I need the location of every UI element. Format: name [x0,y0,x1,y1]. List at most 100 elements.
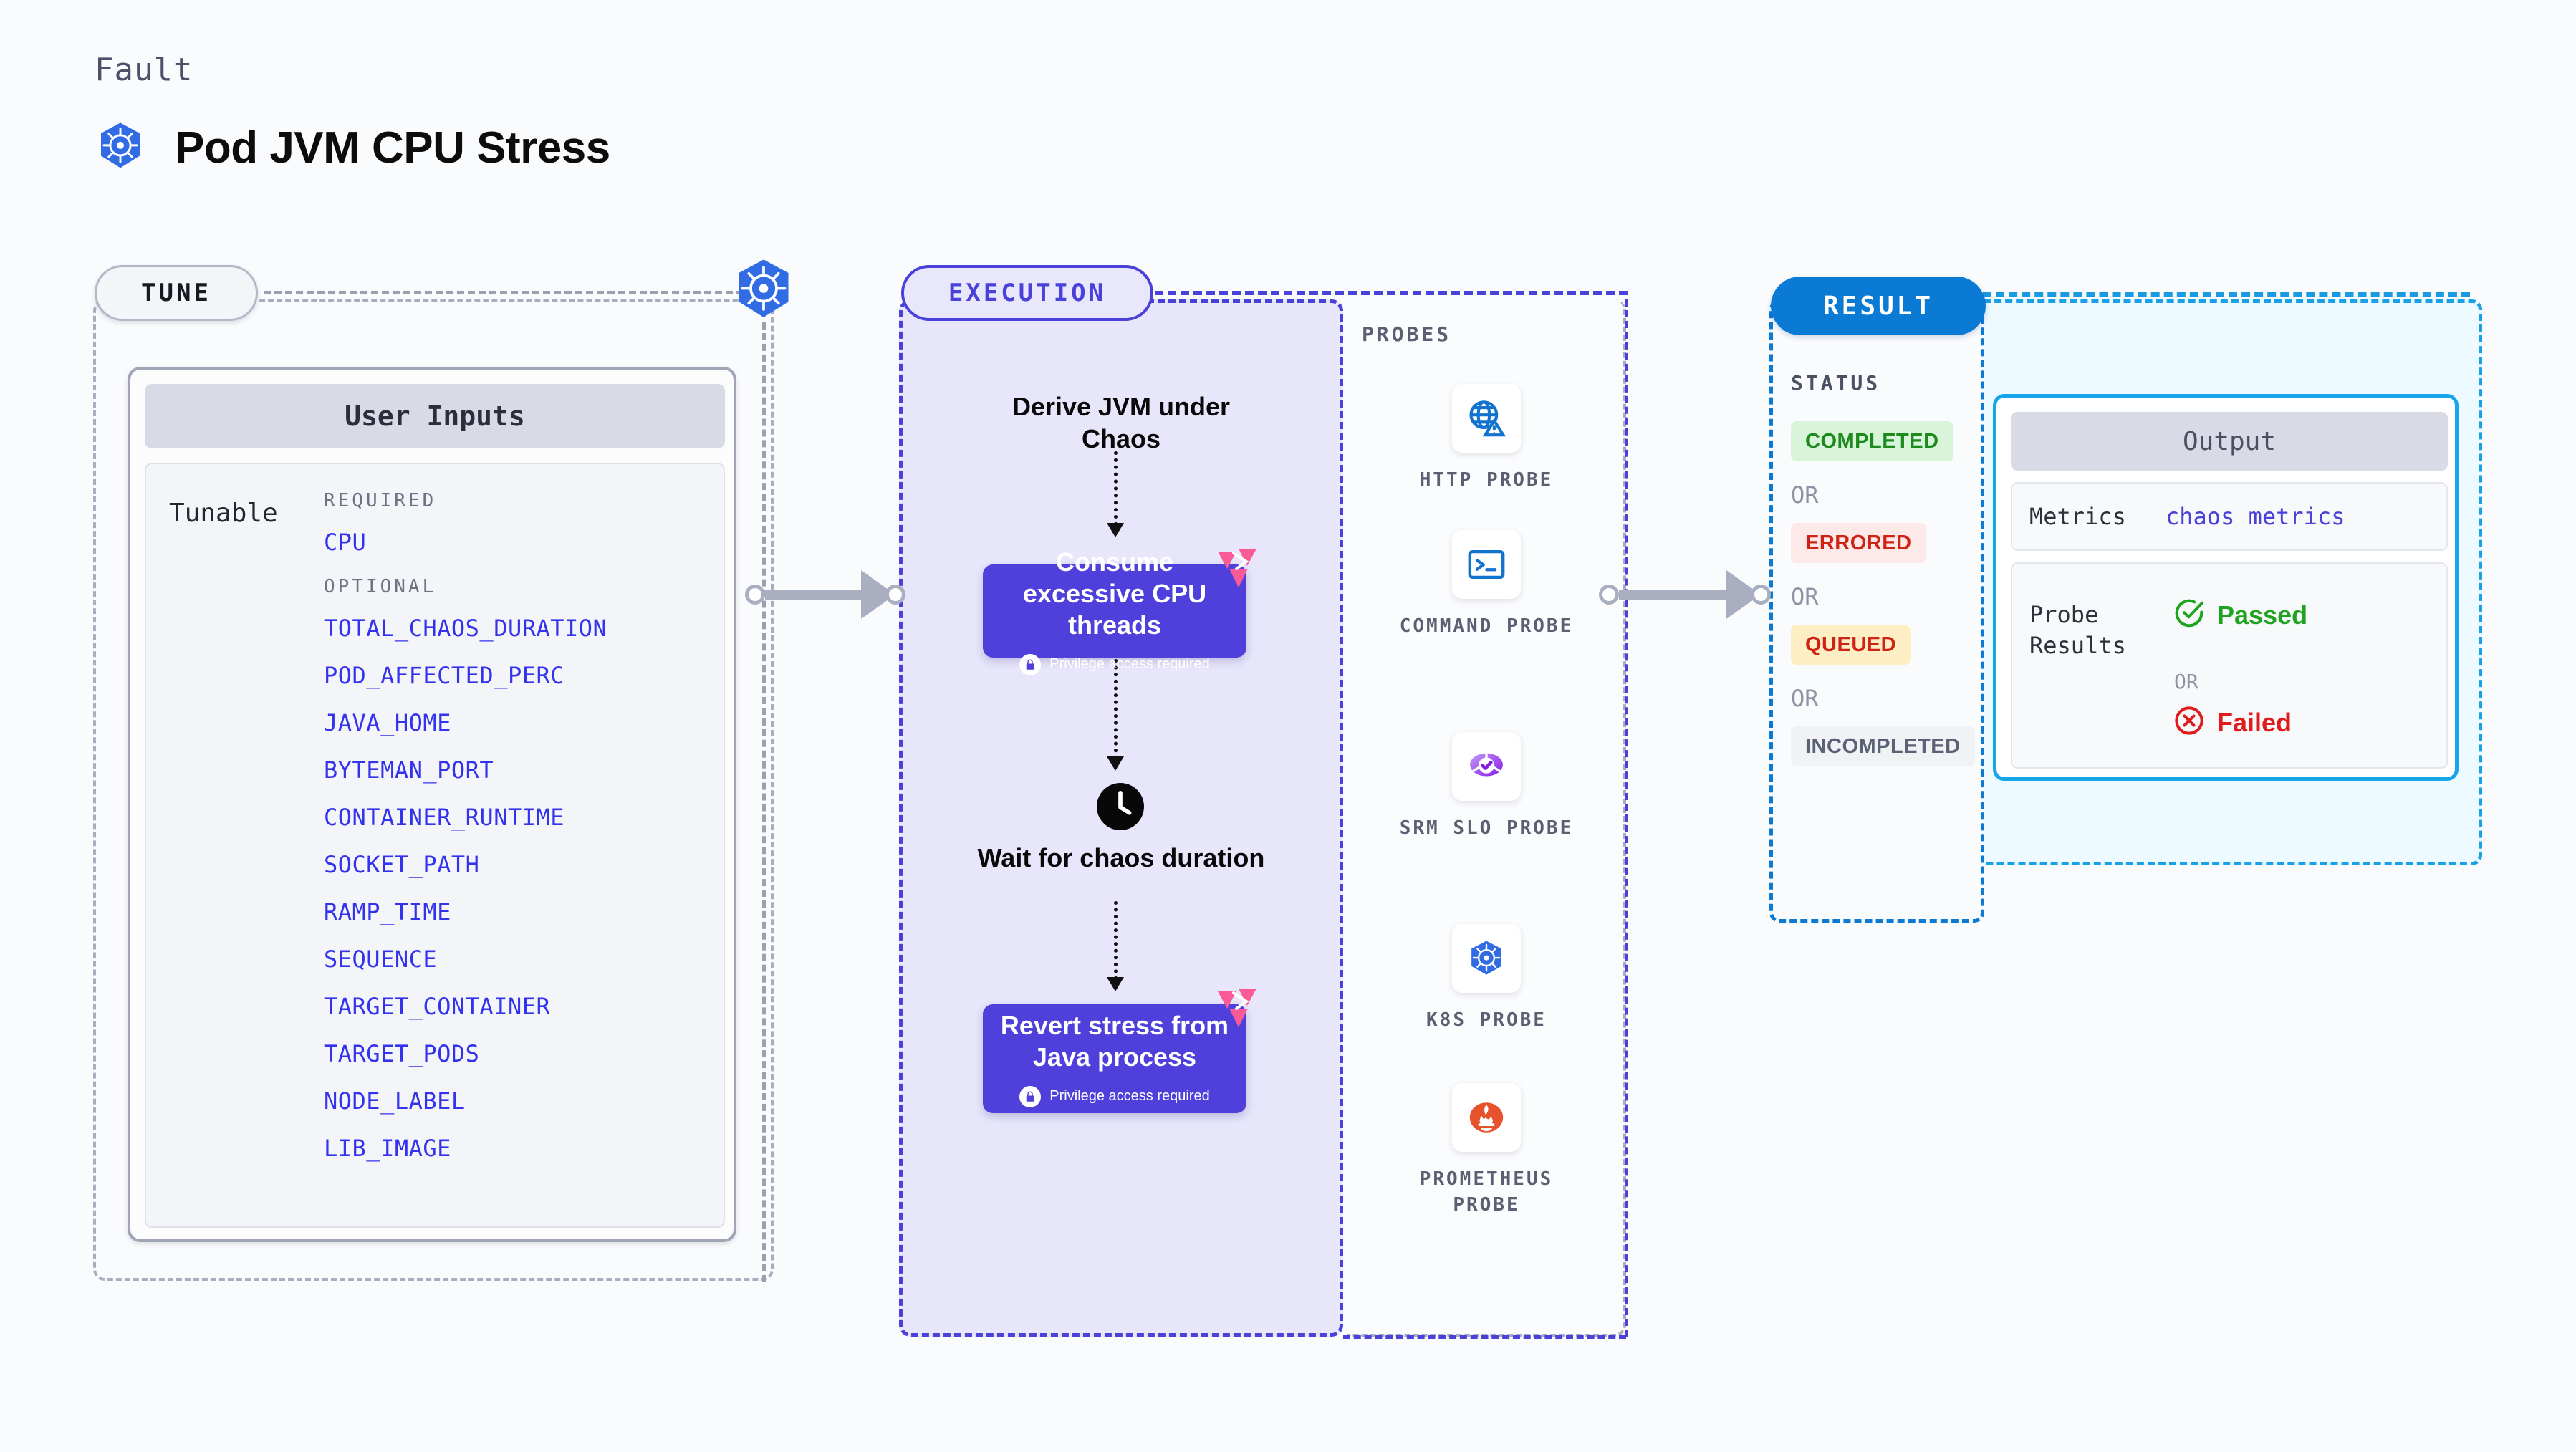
tunable-item[interactable]: TARGET_PODS [324,1040,480,1067]
required-items: CPU [324,529,711,556]
tunable-item[interactable]: SEQUENCE [324,946,438,973]
connector-bar [765,590,862,600]
status-title: STATUS [1791,371,1881,395]
fault-title-row: Pod JVM CPU Stress [95,120,610,176]
tunable-item[interactable]: NODE_LABEL [324,1087,466,1115]
status-or-1: OR [1791,481,1819,509]
status-or-3: OR [1791,685,1819,712]
tunable-item[interactable]: SOCKET_PATH [324,851,480,878]
connector-tune-to-execution [745,566,905,623]
tune-vertical-dashed-line [762,322,766,1282]
tunable-item[interactable]: TOTAL_CHAOS_DURATION [324,615,607,642]
result-pill[interactable]: RESULT [1771,277,1986,335]
status-badge-label: QUEUED [1805,633,1897,656]
privilege-note-text: Privilege access required [1049,1088,1210,1105]
tunable-item[interactable]: POD_AFFECTED_PERC [324,662,565,689]
probe-results-label: Probe Results [2029,601,2126,660]
metrics-label: Metrics [2029,503,2126,530]
tunable-item[interactable]: CPU [324,529,367,556]
privilege-note: Privilege access required [1019,1085,1210,1107]
tunable-item[interactable]: TARGET_CONTAINER [324,993,551,1020]
metrics-value[interactable]: chaos metrics [2166,503,2345,530]
litmus-icon [1215,987,1259,1029]
litmus-icon [1215,547,1259,589]
probes-right-dashed-border [1625,299,1628,1337]
prometheus-icon [1452,1083,1521,1152]
status-badge-queued: QUEUED [1791,625,1911,665]
probes-title: PROBES [1362,322,1452,346]
tunable-item[interactable]: BYTEMAN_PORT [324,756,494,784]
probe-prometheus[interactable]: PROMETHEUS PROBE [1347,1083,1626,1218]
execution-card-title: Consume excessive CPU threads [1022,547,1207,640]
probe-label: HTTP PROBE [1419,469,1554,491]
connector-dot-end [1751,585,1771,605]
connector-execution-to-result [1599,566,1771,623]
arrow-head-2 [1107,756,1124,771]
probe-srm-slo[interactable]: SRM SLO PROBE [1347,732,1626,841]
arrow-line-1 [1114,451,1118,526]
status-badge-completed: COMPLETED [1791,421,1953,461]
optional-items: TOTAL_CHAOS_DURATION POD_AFFECTED_PERC JAV… [324,615,711,1162]
probe-label: K8S PROBE [1426,1009,1547,1031]
tune-dashed-connector [264,291,765,294]
probe-result-passed-text: Passed [2217,600,2308,630]
x-circle-icon [2173,704,2206,741]
status-badge-incompleted: INCOMPLETED [1791,726,1975,766]
execution-top-dashed-connector [1155,291,1628,295]
probe-results-row: Probe Results Passed OR Failed [2011,562,2448,769]
status-badge-label: ERRORED [1805,531,1912,554]
execution-card-consume-cpu[interactable]: Consume excessive CPU threads Privilege … [983,547,1256,675]
status-badge-errored: ERRORED [1791,523,1926,563]
execution-card-title: Revert stress from Java process [1000,1011,1229,1072]
metrics-row: Metrics chaos metrics [2011,482,2448,551]
tune-pill[interactable]: TUNE [95,265,258,321]
connector-dot-end [885,585,905,605]
execution-step-derive-jvm: Derive JVM under Chaos [1011,392,1231,454]
kubernetes-icon [731,256,797,322]
privilege-note: Privilege access required [1019,653,1210,675]
execution-step-wait: Wait for chaos duration [977,843,1265,872]
tunable-item[interactable]: LIB_IMAGE [324,1135,451,1162]
probe-k8s[interactable]: K8S PROBE [1347,924,1626,1033]
connector-bar [1619,590,1728,600]
optional-group-label: OPTIONAL [324,576,437,597]
user-inputs-card: User Inputs Tunable REQUIRED CPU OPTIONA… [128,367,736,1242]
arrow-head-3 [1107,977,1124,991]
probe-result-failed-text: Failed [2217,707,2292,737]
tunable-item[interactable]: RAMP_TIME [324,898,451,925]
probe-label: PROMETHEUS PROBE [1419,1168,1554,1216]
arrow-line-3 [1114,901,1118,980]
check-circle-icon [2173,597,2206,633]
status-or-2: OR [1791,583,1819,610]
clock-icon [1095,781,1146,832]
arrow-line-2 [1114,659,1118,759]
probe-command[interactable]: COMMAND PROBE [1347,530,1626,639]
probe-label: SRM SLO PROBE [1399,817,1574,839]
tunable-item[interactable]: JAVA_HOME [324,709,451,736]
output-header: Output [2011,412,2448,471]
output-card: Output Metrics chaos metrics Probe Resul… [1993,394,2459,781]
probe-http[interactable]: HTTP PROBE [1347,384,1626,493]
execution-pill[interactable]: EXECUTION [901,265,1153,321]
execution-card-revert-stress[interactable]: Revert stress from Java process Privileg… [983,989,1256,1113]
arrow-head-1 [1107,523,1124,537]
tunable-label: Tunable [169,499,278,528]
user-inputs-body: Tunable REQUIRED CPU OPTIONAL TOTAL_CHAO… [145,463,725,1228]
result-top-dashed-connector [1983,292,2470,297]
lock-icon [1019,653,1042,675]
required-group-label: REQUIRED [324,490,437,511]
kubernetes-icon [1452,924,1521,993]
probe-result-failed: Failed [2173,704,2292,741]
probe-result-passed: Passed [2173,597,2307,633]
probe-label: COMMAND PROBE [1399,615,1574,637]
terminal-icon [1452,530,1521,599]
result-panel [1769,299,1984,923]
srm-slo-icon [1452,732,1521,801]
status-badge-label: INCOMPLETED [1805,734,1961,758]
kubernetes-icon [95,120,146,176]
connector-dot-start [745,585,765,605]
privilege-note-text: Privilege access required [1049,656,1210,673]
fault-kicker: Fault [95,52,193,88]
tunable-item[interactable]: CONTAINER_RUNTIME [324,804,565,831]
connector-dot-start [1599,585,1619,605]
